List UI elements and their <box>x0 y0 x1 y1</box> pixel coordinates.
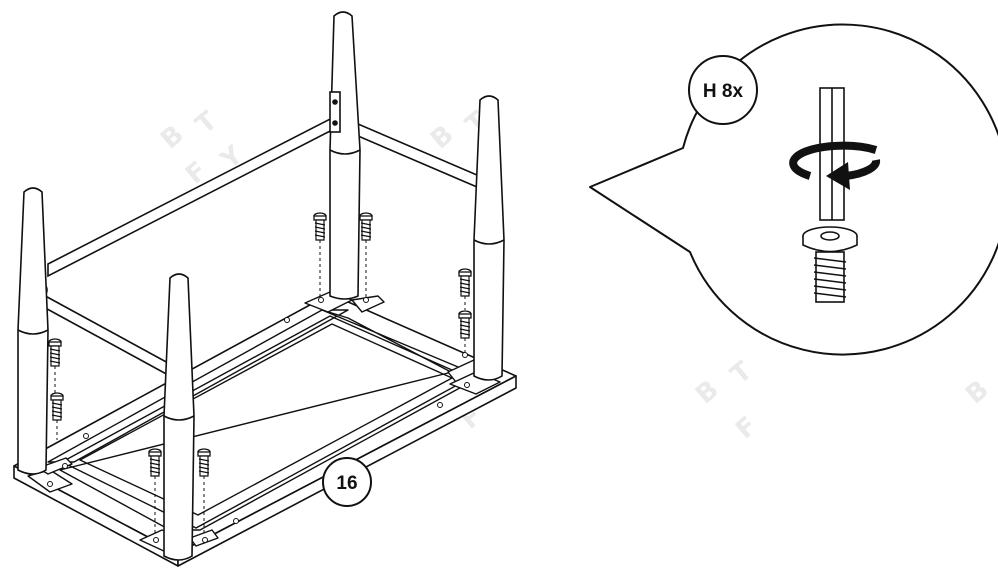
clockwise-arrow-icon <box>789 141 881 190</box>
step-number-badge: 16 <box>322 457 372 507</box>
watermark-letter: B <box>425 120 459 156</box>
table-leg <box>473 95 505 381</box>
detail-callout: H 8x <box>589 23 998 356</box>
watermark-letter: B <box>155 120 189 156</box>
panel-holes <box>47 297 470 543</box>
watermark-letter: F <box>730 411 763 445</box>
watermark-letter: T <box>190 106 223 141</box>
watermark-letter: B <box>690 375 724 411</box>
table-leg <box>17 187 49 475</box>
hex-key-icon <box>819 87 845 221</box>
alignment-guides <box>54 240 466 536</box>
step-number: 16 <box>336 473 357 494</box>
fastener-label: H 8x <box>703 81 744 102</box>
bolt-detail-icon <box>802 226 858 303</box>
table-leg <box>329 11 361 300</box>
watermark-letter: T <box>725 356 758 391</box>
watermark-letter: B <box>960 375 994 411</box>
fastener-quantity-badge: H 8x <box>688 55 758 125</box>
table-top <box>13 293 517 567</box>
table-leg <box>163 273 195 561</box>
